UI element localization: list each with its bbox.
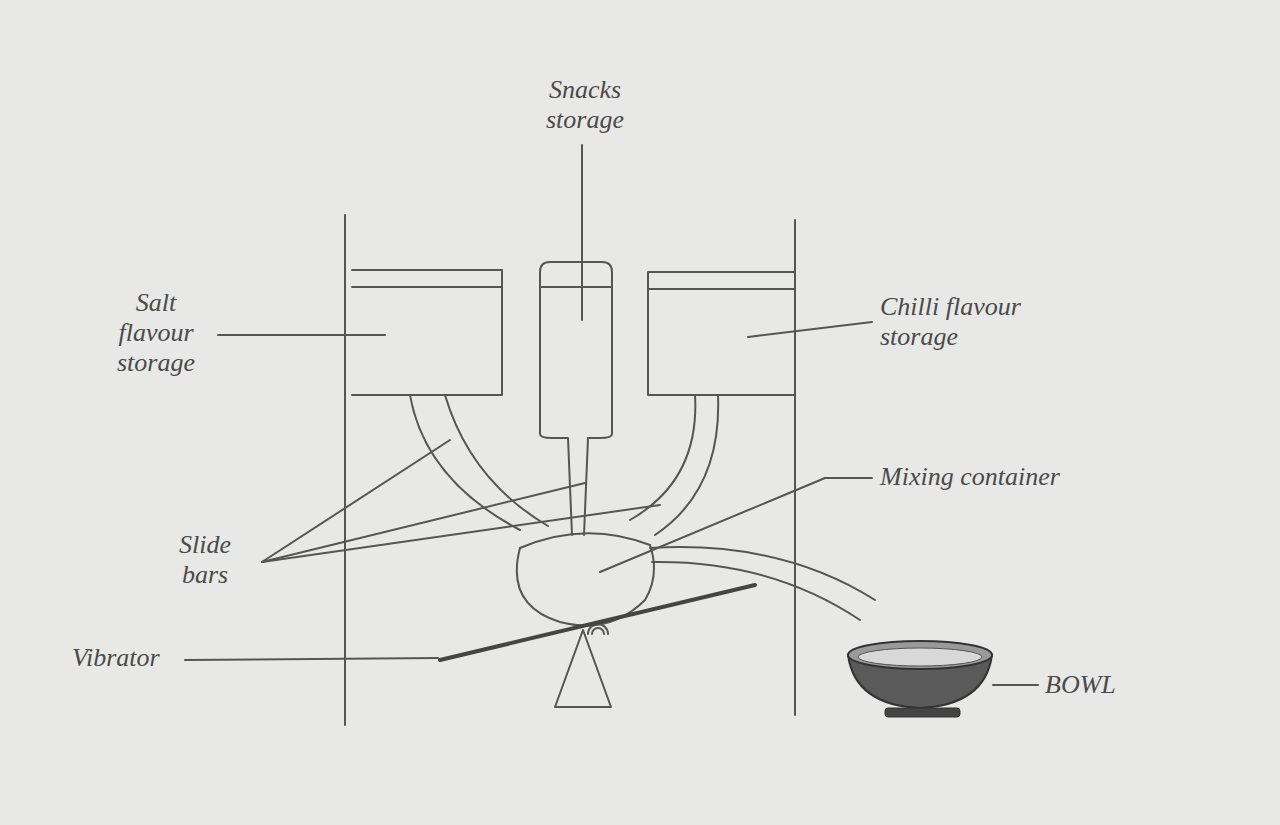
slide-label: Slide bars: [155, 530, 255, 590]
chilli-label: Chilli flavour storage: [880, 292, 1090, 352]
vibrator-label: Vibrator: [72, 643, 160, 673]
salt-label: Salt flavour storage: [100, 288, 212, 378]
bowl-label: BOWL: [1045, 670, 1116, 700]
snacks-label: Snacks storage: [515, 75, 655, 135]
mixing-label: Mixing container: [880, 462, 1060, 492]
